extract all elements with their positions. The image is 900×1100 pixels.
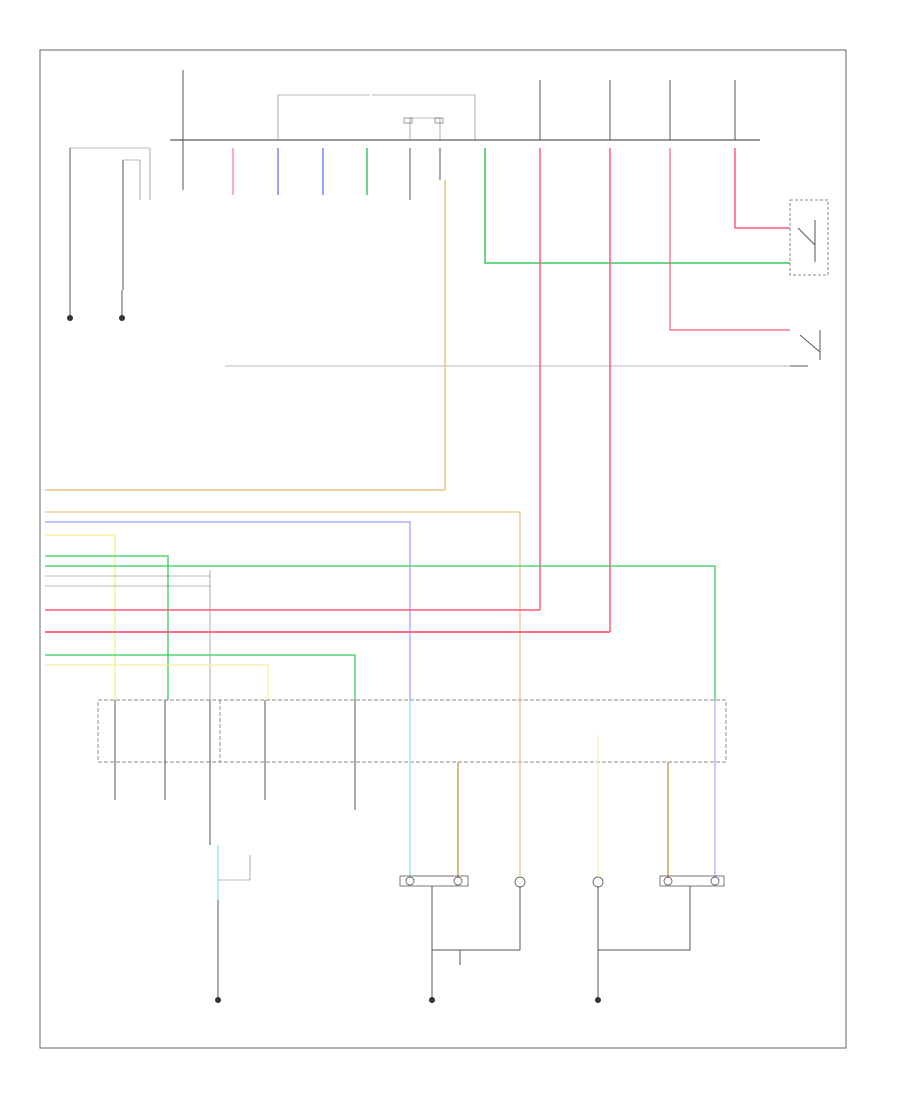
ground-point-bottom-right	[595, 997, 601, 1003]
lower-module-box	[97, 699, 727, 763]
yellow-run	[45, 534, 116, 700]
green-run-2	[45, 565, 716, 700]
green-wire-switch	[484, 148, 790, 264]
blue-run	[45, 521, 411, 700]
red-wire-hazard	[734, 148, 790, 229]
lamp-assembly-right	[659, 875, 725, 887]
ground-point-bottom-left	[215, 997, 221, 1003]
ground-point-bottom-mid	[429, 997, 435, 1003]
green-run-1	[45, 555, 169, 700]
lamp-center-b	[592, 876, 604, 888]
hazard-switch-box	[789, 199, 829, 276]
lamp-assembly-left	[399, 875, 469, 887]
ground-point-right	[119, 315, 125, 321]
diagram-frame	[39, 49, 847, 1049]
pink-wire-stop	[669, 148, 790, 331]
yellow-run-2	[45, 664, 269, 700]
ground-point-left	[67, 315, 73, 321]
tan-run-2	[45, 511, 521, 700]
lamp-center-a	[514, 876, 526, 888]
green-run-3	[45, 654, 356, 700]
